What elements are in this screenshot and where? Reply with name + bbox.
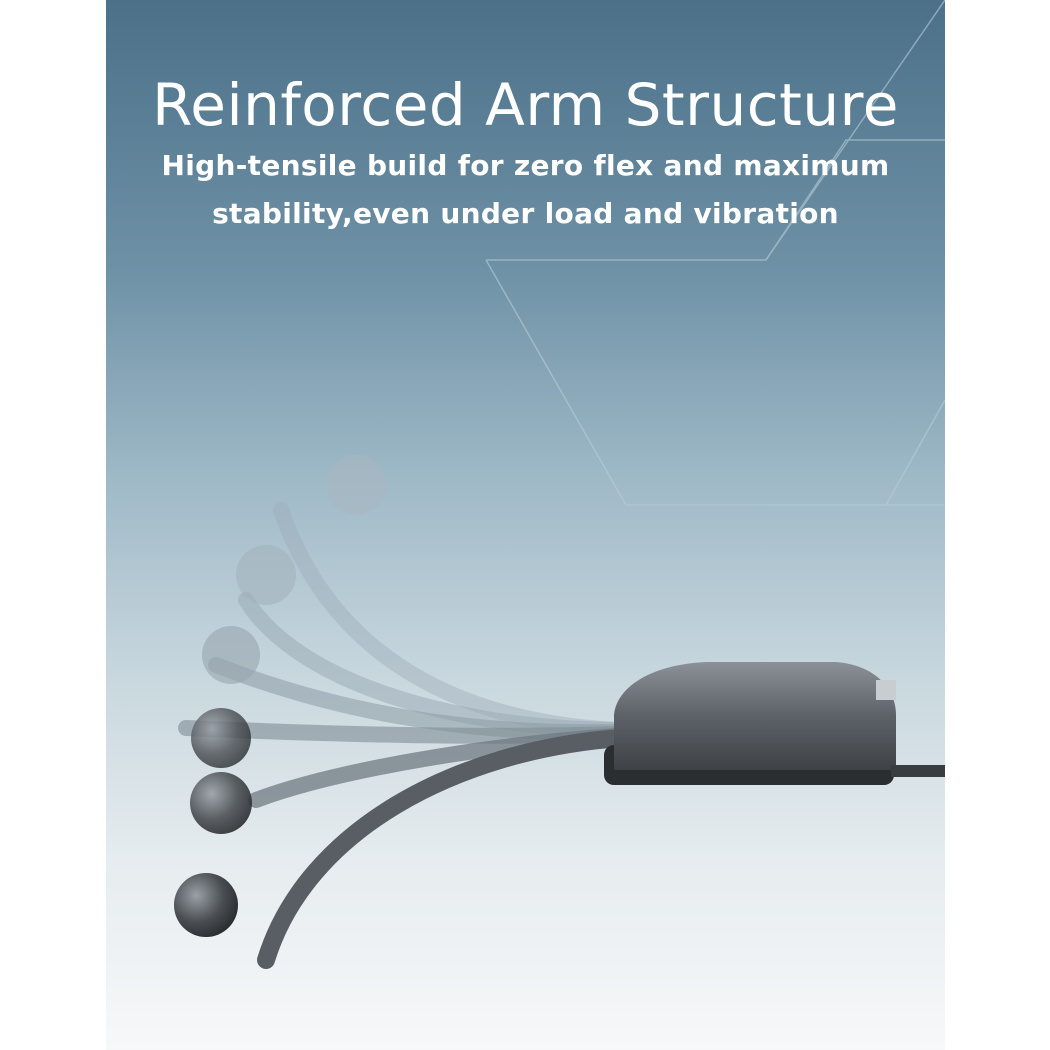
suction-base bbox=[604, 662, 945, 785]
subtitle-line-2: stability,even under load and vibration bbox=[212, 197, 839, 230]
subtitle-line-1: High-tensile build for zero flex and max… bbox=[161, 149, 890, 182]
car-mount-arm-illustration-icon bbox=[174, 0, 945, 969]
headline-subtitle: High-tensile build for zero flex and max… bbox=[106, 142, 945, 238]
hexagon-lines bbox=[485, 0, 945, 506]
ghost-arms bbox=[178, 502, 630, 969]
product-banner: Reinforced Arm Structure High-tensile bu… bbox=[106, 0, 945, 1050]
ghost-ball-joints bbox=[174, 455, 386, 937]
headline-title: Reinforced Arm Structure bbox=[152, 71, 899, 139]
